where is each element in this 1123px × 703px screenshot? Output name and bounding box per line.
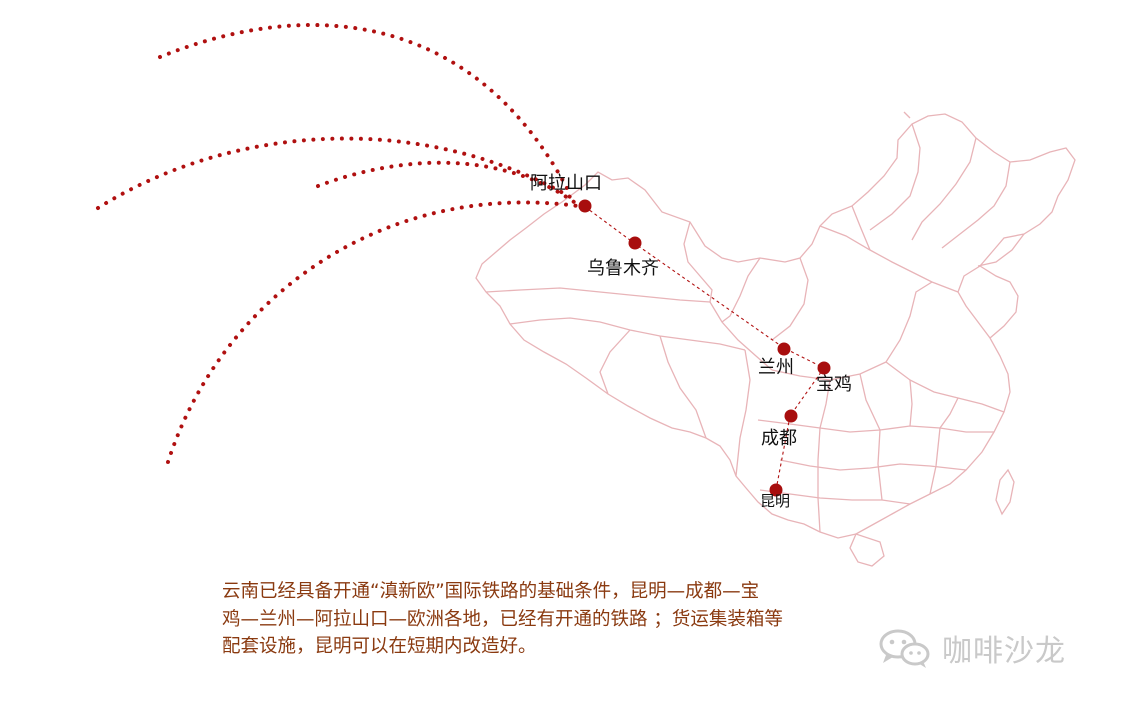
caption-line: 配套设施，昆明可以在短期内改造好。 [222, 636, 537, 657]
city-dot [769, 483, 783, 497]
city-lanzhou: 兰州 [758, 342, 794, 378]
city-urumqi: 乌鲁木齐 [587, 236, 659, 279]
city-dot [777, 342, 791, 356]
caption-line: 鸡—兰州—阿拉山口—欧洲各地，已经有开通的铁路 ；货运集装箱等 [222, 608, 783, 630]
city-label: 成都 [761, 428, 797, 449]
route-arc [166, 200, 580, 464]
china-outline [475, 111, 1076, 567]
city-dot [628, 236, 642, 250]
city-dot [784, 409, 798, 423]
city-baoji: 宝鸡 [816, 361, 852, 395]
city-label: 乌鲁木齐 [587, 258, 659, 279]
city-alashankou: 阿拉山口 [530, 173, 602, 213]
city-kunming: 昆明 [760, 483, 790, 510]
city-dot [578, 199, 592, 213]
caption-text: 云南已经具备开通“滇新欧”国际铁路的基础条件，昆明—成都—宝 鸡—兰州—阿拉山口… [222, 578, 872, 661]
city-chengdu: 成都 [761, 409, 798, 449]
city-label: 阿拉山口 [530, 173, 602, 194]
rail-route-line [583, 205, 825, 491]
route-arc [158, 23, 570, 192]
city-label: 昆明 [760, 492, 790, 510]
watermark-text: 咖啡沙龙 [942, 634, 1066, 669]
route-arcs [96, 23, 580, 464]
route-arc [96, 136, 574, 210]
city-label: 兰州 [758, 357, 794, 378]
watermark: 咖啡沙龙 [876, 626, 1066, 670]
city-dot [817, 361, 831, 375]
wechat-icon [879, 629, 930, 668]
caption-line: 云南已经具备开通“滇新欧”国际铁路的基础条件，昆明—成都—宝 [222, 581, 760, 602]
route-arc [316, 160, 576, 204]
city-label: 宝鸡 [816, 374, 852, 395]
